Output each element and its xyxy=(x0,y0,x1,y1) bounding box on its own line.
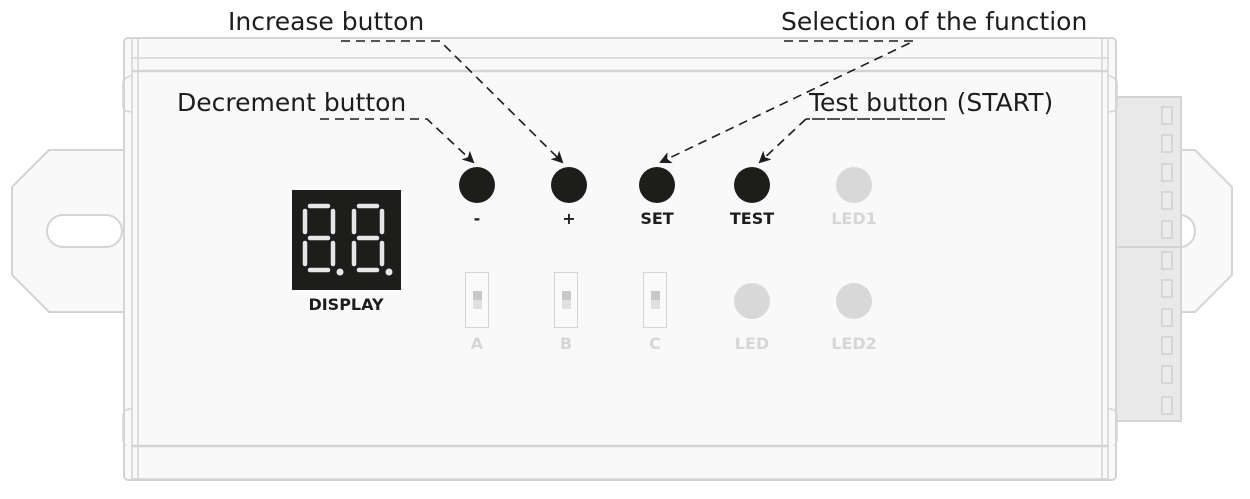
led1-indicator xyxy=(836,167,872,203)
switch-knob xyxy=(562,291,571,300)
dip-switch-a-label: A xyxy=(470,334,484,353)
switch-track xyxy=(562,300,571,309)
decrement-button[interactable] xyxy=(459,167,495,203)
led1-label: LED1 xyxy=(831,209,877,228)
switch-track xyxy=(651,300,660,309)
terminal-connector xyxy=(1111,96,1182,422)
callout-leaders xyxy=(320,40,946,162)
switch-knob xyxy=(651,291,660,300)
dip-switch-a[interactable] xyxy=(465,272,489,328)
decrement-button-callout: Decrement button xyxy=(177,88,407,117)
increase-button-callout: Increase button xyxy=(228,7,425,36)
set-button-label: SET xyxy=(640,209,674,228)
led2-label: LED2 xyxy=(831,334,877,353)
main-enclosure xyxy=(122,37,1118,481)
dip-switch-b-label: B xyxy=(559,334,573,353)
switch-track xyxy=(473,300,482,309)
display-label: DISPLAY xyxy=(308,295,384,314)
increase-button[interactable] xyxy=(551,167,587,203)
led-label: LED xyxy=(734,334,770,353)
led-indicator xyxy=(734,283,770,319)
test-button[interactable] xyxy=(734,167,770,203)
led2-indicator xyxy=(836,283,872,319)
dip-switch-b[interactable] xyxy=(554,272,578,328)
test-button-callout: Test button (START) xyxy=(809,88,1054,117)
switch-knob xyxy=(473,291,482,300)
left-mounting-bracket xyxy=(11,149,131,313)
selection-function-callout: Selection of the function xyxy=(781,7,1088,36)
increase-button-label: + xyxy=(562,209,576,228)
set-button[interactable] xyxy=(639,167,675,203)
test-button-label: TEST xyxy=(729,209,775,228)
dip-switch-c-label: C xyxy=(649,334,661,353)
decrement-button-label: - xyxy=(473,209,481,228)
right-mounting-bracket xyxy=(1179,149,1233,313)
dip-switch-c[interactable] xyxy=(643,272,667,328)
